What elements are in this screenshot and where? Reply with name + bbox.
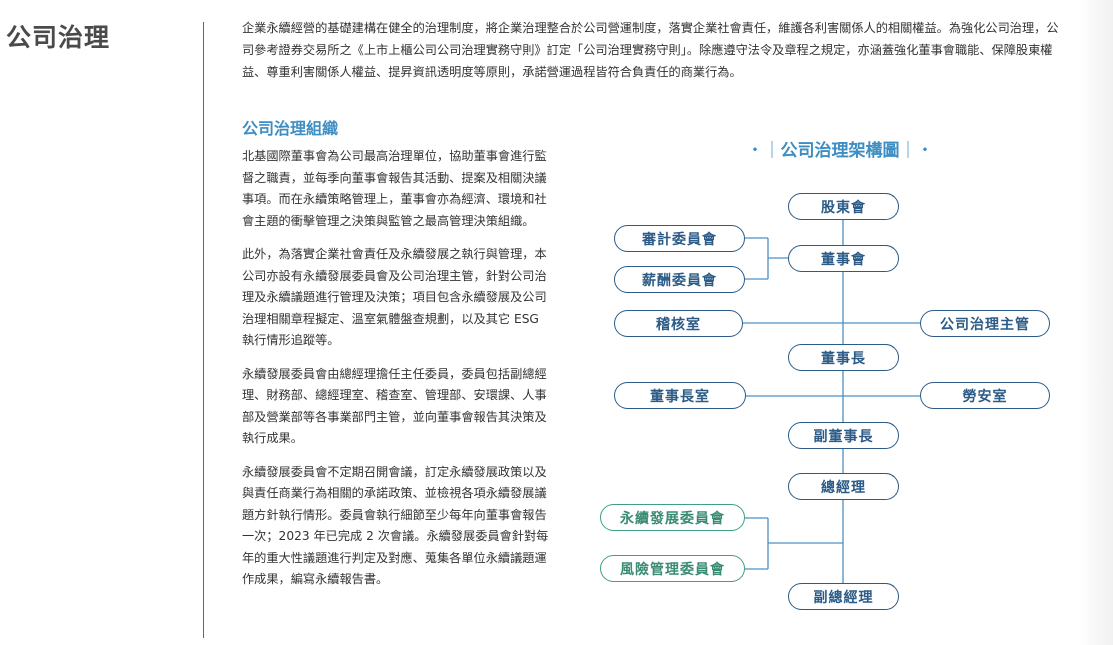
- node-chairman-office: 董事長室: [614, 382, 746, 409]
- node-internal-audit: 稽核室: [614, 310, 743, 337]
- section-title: 公司治理: [6, 23, 111, 52]
- chart-title-deco-right: ｜・: [899, 141, 934, 161]
- node-vice-president: 副總經理: [788, 583, 899, 610]
- node-shareholders: 股東會: [788, 193, 899, 220]
- org-paragraph-4: 永續發展委員會不定期召開會議，訂定永續發展政策以及與責任商業行為相關的承諾政策、…: [242, 464, 549, 587]
- org-paragraph-3: 永續發展委員會由總經理擔任主任委員，委員包括副總經理、財務部、總經理室、稽查室、…: [242, 366, 547, 446]
- org-body: 北基國際董事會為公司最高治理單位，協助董事會進行監督之職責，並每季向董事會報告其…: [242, 146, 552, 603]
- chart-title: ・｜公司治理架構圖｜・: [640, 136, 1040, 161]
- section-divider: [203, 22, 204, 638]
- org-heading: 公司治理組織: [242, 119, 339, 138]
- chart-title-deco-left: ・｜: [746, 141, 781, 161]
- node-chairman: 董事長: [788, 344, 899, 371]
- node-vice-chairman: 副董事長: [788, 422, 899, 449]
- org-paragraph-1: 北基國際董事會為公司最高治理單位，協助董事會進行監督之職責，並每季向董事會報告其…: [242, 149, 547, 228]
- node-labor-safety: 勞安室: [920, 382, 1050, 409]
- node-remuneration-committee: 薪酬委員會: [614, 266, 745, 293]
- chart-title-text: 公司治理架構圖: [780, 141, 900, 161]
- node-risk-committee: 風險管理委員會: [600, 555, 745, 582]
- intro-paragraph: 企業永續經營的基礎建構在健全的治理制度，將企業治理整合於公司營運制度，落實企業社…: [242, 21, 1059, 79]
- node-board: 董事會: [788, 245, 899, 272]
- node-governance-officer: 公司治理主管: [920, 310, 1050, 337]
- node-sustainability-committee: 永續發展委員會: [600, 504, 745, 531]
- page-edge-shade: [1078, 0, 1113, 645]
- org-paragraph-2: 此外，為落實企業社會責任及永續發展之執行與管理，本公司亦設有永續發展委員會及公司…: [242, 247, 547, 347]
- node-audit-committee: 審計委員會: [614, 225, 745, 252]
- node-president: 總經理: [788, 473, 899, 500]
